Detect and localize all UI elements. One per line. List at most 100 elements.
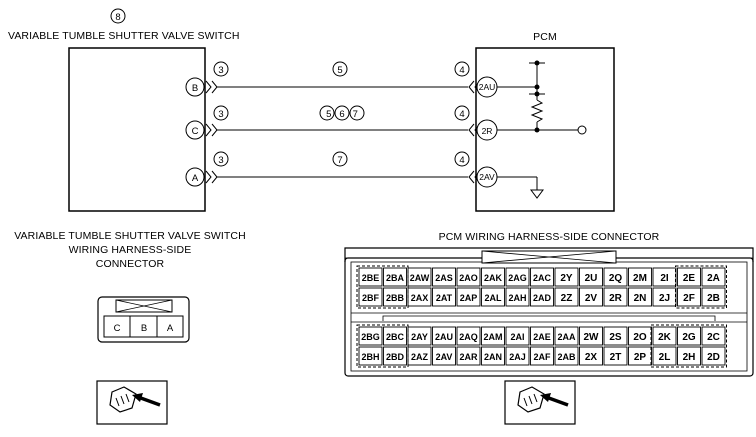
pcm-connector-cell	[383, 346, 407, 366]
pcm-connector-cell-label: 2AL	[484, 293, 502, 303]
pcm-connector-cell-label: 2BH	[361, 352, 379, 362]
pcm-connector-cell-label: 2L	[659, 352, 671, 363]
pcm-connector-cell	[628, 267, 652, 287]
probe-icon	[96, 380, 168, 425]
pcm-connector-cell-label: 2AB	[557, 352, 576, 362]
pcm-connector-cell	[652, 326, 677, 346]
wire-right-callout: 4	[459, 155, 464, 166]
wire-mid-callout: 5	[337, 65, 342, 76]
callout-circle	[213, 105, 229, 121]
pcm-connector-cell-label: 2AA	[557, 332, 576, 342]
pcm-connector-cell	[701, 287, 726, 307]
wire-left-callout: 3	[218, 109, 223, 120]
pcm-connector-cell-label: 2AR	[459, 352, 478, 362]
pcm-connector-cell	[554, 267, 579, 287]
pcm-connector-cell-label: 2BC	[386, 332, 405, 342]
pcm-connector-cell-label: 2Q	[609, 273, 623, 284]
pcm-connector-cell	[554, 346, 579, 366]
wire-row-b: B 3 5 4 2AU	[185, 61, 498, 98]
pcm-connector-cell-label: 2AE	[533, 332, 551, 342]
pcm-connector-cell	[603, 326, 628, 346]
pcm-connector-cell-label: 2F	[683, 293, 695, 304]
pcm-connector-cell-label: 2A	[707, 273, 720, 284]
pcm-connector-cell	[481, 267, 505, 287]
pcm-connector-cell	[456, 346, 481, 366]
pcm-connector-cell-label: 2V	[585, 293, 598, 304]
pcm-connector-cell-label: 2T	[610, 352, 622, 363]
wire-mid-callout: 7	[337, 155, 342, 166]
pcm-connector-cell	[677, 287, 701, 307]
pcm-connector-cell-label: 2AC	[533, 273, 552, 283]
pcm-connector-cell-label: 2J	[659, 293, 670, 304]
pcm-connector-cell-label: 2W	[584, 332, 600, 343]
pcm-connector-cell	[554, 287, 579, 307]
pcm-connector-cell-label: 2AV	[436, 352, 453, 362]
pcm-connector-cell	[505, 346, 530, 366]
pcm-connector-cell	[432, 267, 456, 287]
switch-connector-title-2: WIRING HARNESS-SIDE	[69, 244, 192, 256]
pcm-connector-cell-label: 2Y	[560, 273, 573, 284]
callout-circle	[454, 105, 470, 121]
pcm-connector-cell	[554, 326, 579, 346]
wire-right-callout: 4	[459, 65, 464, 76]
pcm-connector-cell	[579, 267, 603, 287]
switch-connector-cell: B	[141, 323, 147, 334]
pcm-connector-cell-label: 2BE	[362, 273, 380, 283]
pcm-connector-cell-label: 2AZ	[411, 352, 429, 362]
pcm-connector-cell-label: 2AY	[411, 332, 428, 342]
pcm-connector-block-outline	[675, 265, 727, 309]
pcm-connector-cell-label: 2E	[683, 273, 696, 284]
pcm-connector-cell	[432, 326, 456, 346]
pcm-connector-cell	[677, 267, 701, 287]
pcm-connector-cell-label: 2AT	[436, 293, 453, 303]
pcm-connector-cell-label: 2BF	[362, 293, 380, 303]
junction-dot	[534, 91, 540, 97]
switch-pin-circle	[185, 167, 205, 187]
pcm-connector-cell-label: 2AJ	[509, 352, 526, 362]
pcm-connector-cell-label: 2G	[682, 332, 696, 343]
pcm-connector-cell	[383, 267, 407, 287]
pcm-connector-cell	[432, 346, 456, 366]
connector-chevron-icon	[205, 123, 218, 137]
callout-circle	[213, 151, 229, 167]
pcm-connector-cell	[603, 267, 628, 287]
pcm-connector-cell	[383, 326, 407, 346]
pcm-connector-cell	[701, 346, 726, 366]
pcm-connector-cell-label: 2AS	[435, 273, 453, 283]
switch-callout: 8	[115, 12, 120, 23]
pcm-connector-cell-label: 2BB	[386, 293, 405, 303]
pcm-connector-cell-label: 2AP	[460, 293, 478, 303]
pcm-pin-label: 2AU	[479, 82, 496, 92]
wire-row-c: C 3 567 4 2R	[185, 105, 498, 141]
pcm-connector-cell	[505, 267, 530, 287]
pcm-connector-cell-label: 2AN	[484, 352, 502, 362]
switch-pin-circle	[185, 77, 205, 97]
pcm-connector-cell	[677, 346, 701, 366]
pcm-connector-cell	[603, 346, 628, 366]
switch-connector-title-3: CONNECTOR	[96, 258, 165, 270]
pcm-connector-cell-label: 2AU	[435, 332, 453, 342]
pcm-connector-cell-label: 2D	[707, 352, 720, 363]
pcm-connector-cell-label: 2M	[633, 273, 647, 284]
pcm-connector-cell-label: 2AK	[484, 273, 503, 283]
pcm-connector-cell	[530, 287, 554, 307]
pcm-connector-cell-label: 2AD	[533, 293, 552, 303]
connector-chevron-icon	[205, 170, 218, 184]
pcm-connector-cell-label: 2H	[683, 352, 696, 363]
pcm-internal-circuit	[497, 62, 587, 199]
pcm-connector-cell	[579, 346, 603, 366]
callout-circle	[454, 151, 470, 167]
junction-dot	[534, 127, 540, 133]
pcm-connector-cell-label: 2C	[707, 332, 720, 343]
pcm-connector-cell	[603, 287, 628, 307]
pcm-connector-cell	[432, 287, 456, 307]
switch-pin-label: B	[192, 83, 198, 94]
pcm-connector-cell	[456, 287, 481, 307]
pcm-connector-cell-label: 2BA	[386, 273, 405, 283]
wire-row-a: A 3 7 4 2AV	[185, 151, 498, 188]
callout-circle	[332, 151, 348, 167]
pcm-connector-cell	[481, 326, 505, 346]
pcm-connector-cell	[628, 346, 652, 366]
